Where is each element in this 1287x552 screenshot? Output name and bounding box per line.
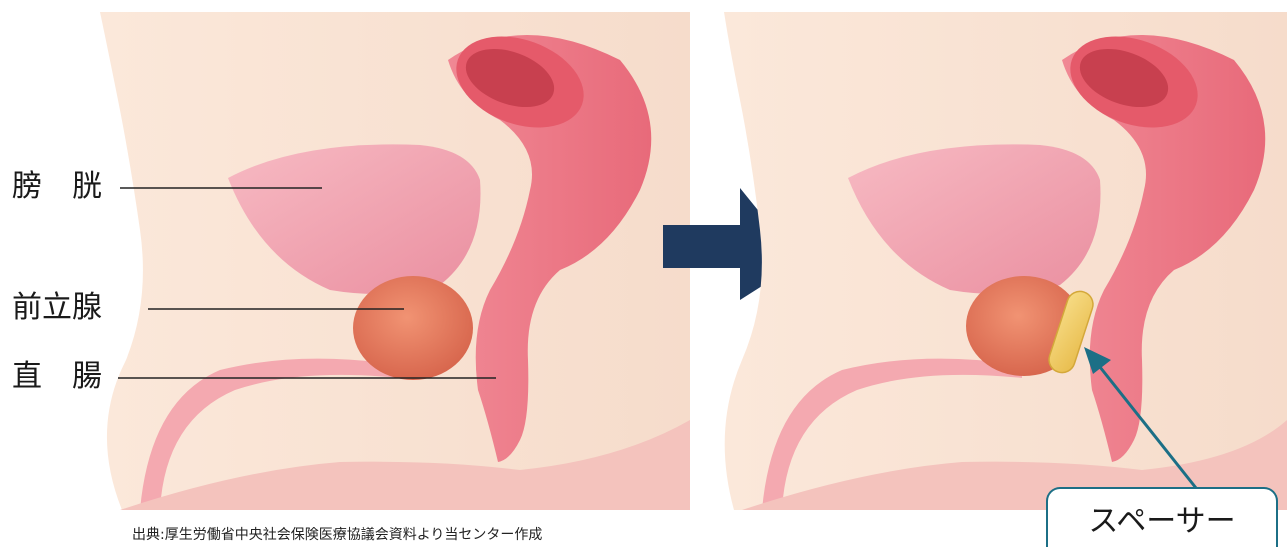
- prostate-left: [353, 276, 473, 380]
- source-caption: 出典:厚生労働省中央社会保険医療協議会資料より当センター作成: [132, 524, 542, 544]
- spacer-label: スペーサー: [1088, 496, 1235, 540]
- spacer-callout: スペーサー: [1046, 487, 1278, 547]
- left-panel: [100, 12, 690, 510]
- rectum-label: 直 腸: [12, 362, 102, 392]
- prostate-label: 前立腺: [12, 293, 102, 323]
- right-panel: [724, 12, 1287, 510]
- bladder-label: 膀 胱: [12, 172, 102, 202]
